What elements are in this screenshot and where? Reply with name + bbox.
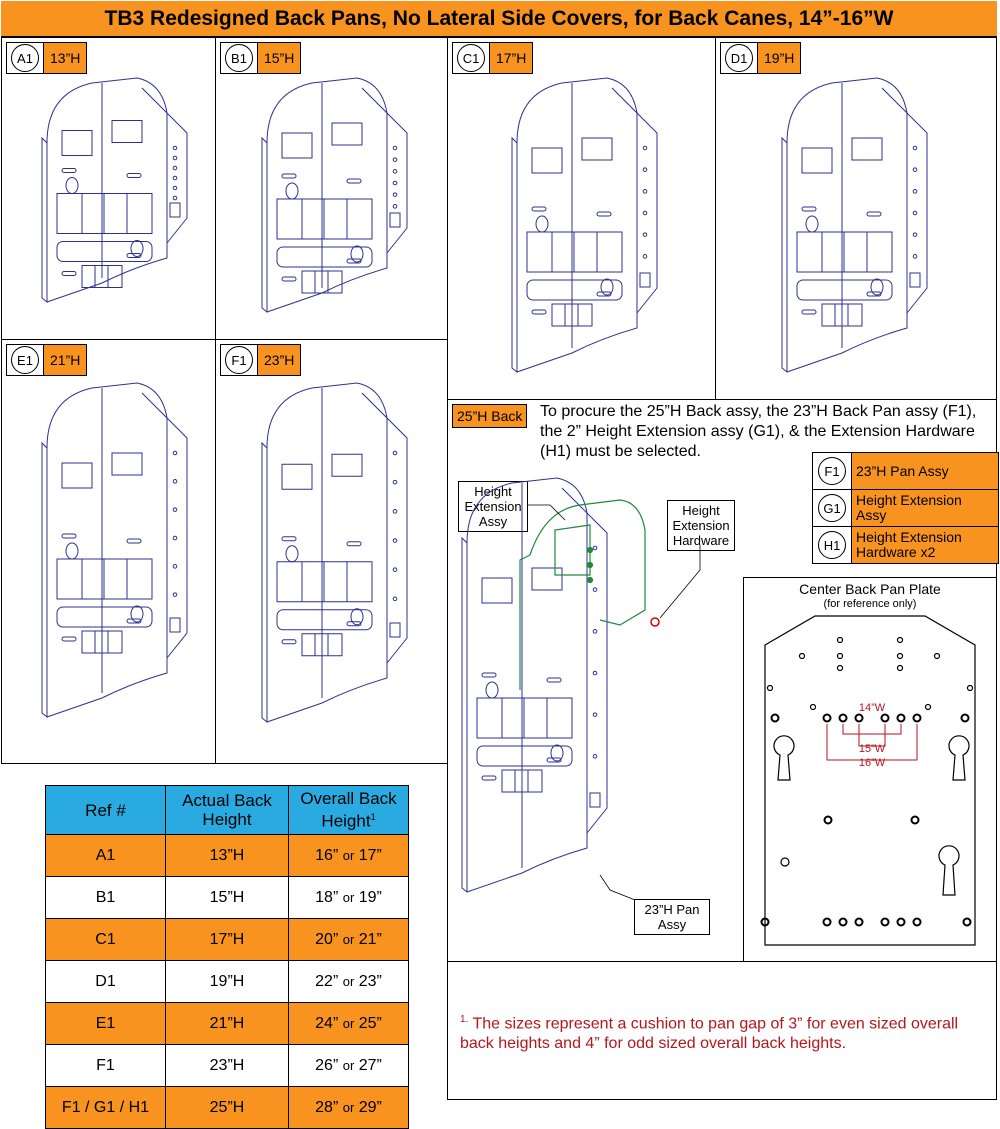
cell-overall: 20” or 21”: [288, 918, 409, 961]
height-label: 15”H: [257, 43, 301, 73]
cell-overall: 24” or 25”: [288, 1002, 409, 1045]
height-label: 21”H: [43, 345, 87, 375]
cell-overall: 22” or 23”: [288, 960, 409, 1003]
cell-actual: 23”H: [165, 1044, 289, 1087]
col-actual: Actual Back Height: [165, 785, 289, 835]
height-label: 19”H: [757, 43, 801, 73]
back-25h-label: 25”H Back: [452, 404, 528, 428]
col-overall: Overall Back Height1: [288, 785, 409, 835]
cell-actual: 13”H: [165, 834, 289, 877]
ref-circle: A1: [11, 44, 39, 72]
cell-ref: F1 / G1 / H1: [45, 1086, 166, 1129]
plate-width-label: 16”W: [859, 757, 886, 769]
ref-circle: H1: [818, 531, 846, 559]
pan-drawing-f1: [261, 382, 408, 724]
col-ref: Ref #: [45, 785, 166, 835]
cell-actual: 25”H: [165, 1086, 289, 1129]
ref-circle: B1: [225, 44, 253, 72]
pan-drawing-d1: [781, 77, 928, 374]
height-label: 23”H: [257, 345, 301, 375]
cell-actual: 15”H: [165, 876, 289, 919]
cell-actual: 19”H: [165, 960, 289, 1003]
ref-circle: E1: [11, 346, 39, 374]
cell-overall: 26” or 27”: [288, 1044, 409, 1087]
cell-ref: C1: [45, 918, 166, 961]
ref-circle: F1: [818, 457, 846, 485]
footnote-mark: 1: [370, 812, 376, 823]
center-plate-drawing: 14”W 15”W 16”W: [760, 615, 976, 946]
ref-circle: F1: [225, 346, 253, 374]
cell-overall: 28” or 29”: [288, 1086, 409, 1129]
plate-width-label: 15”W: [859, 743, 886, 755]
cell-ref: F1: [45, 1044, 166, 1087]
ref-circle: D1: [725, 44, 753, 72]
cell-overall: 16” or 17”: [288, 834, 409, 877]
page-title: TB3 Redesigned Back Pans, No Lateral Sid…: [1, 1, 997, 37]
plate-width-label: 14”W: [859, 702, 886, 714]
part-desc: Height Extension Hardware x2: [851, 526, 999, 564]
cell-overall: 18” or 19”: [288, 876, 409, 919]
back-25h-instructions: To procure the 25”H Back assy, the 23”H …: [540, 403, 977, 460]
callout-23h-pan-assy: 23”H Pan Assy: [634, 899, 710, 935]
callout-height-extension-assy: Height Extension Assy: [458, 481, 528, 532]
cell-ref: B1: [45, 876, 166, 919]
plate-title: Center Back Pan Plate: [799, 581, 941, 597]
callout-height-extension-hardware: Height Extension Hardware: [667, 500, 735, 551]
plate-subtitle: (for reference only): [823, 598, 917, 610]
height-label: 17”H: [489, 43, 533, 73]
table-header-row: Ref # Actual Back Height Overall Back He…: [45, 785, 409, 835]
cell-actual: 17”H: [165, 918, 289, 961]
cell-ref: E1: [45, 1002, 166, 1045]
pan-drawing-a1: [41, 77, 188, 304]
footnote-text: The sizes represent a cushion to pan gap…: [460, 1015, 959, 1053]
pan-drawing-e1: [41, 382, 188, 719]
ref-circle: C1: [457, 44, 485, 72]
plate-box: [743, 577, 997, 962]
cell-ref: A1: [45, 834, 166, 877]
cell-ref: D1: [45, 960, 166, 1003]
pan-drawing-b1: [261, 77, 408, 314]
part-desc: 23”H Pan Assy: [851, 452, 999, 490]
footnote: 1. The sizes represent a cushion to pan …: [460, 1010, 960, 1054]
pan-drawing-c1: [511, 77, 658, 374]
part-desc: Height Extension Assy: [851, 489, 999, 527]
cell-actual: 21”H: [165, 1002, 289, 1045]
footnote-mark: 1.: [460, 1014, 469, 1025]
pan-drawing-25h: [461, 477, 701, 901]
height-label: 13”H: [43, 43, 87, 73]
height-table: Ref # Actual Back Height Overall Back He…: [45, 785, 409, 1129]
ref-circle: G1: [818, 494, 846, 522]
